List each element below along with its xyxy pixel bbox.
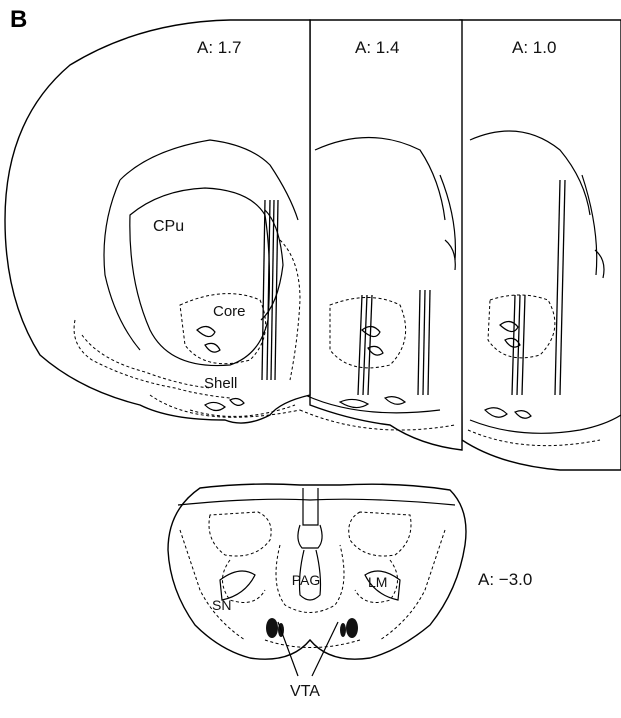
- region-label-core: Core: [213, 303, 246, 320]
- section-level-label: A: 1.0: [512, 38, 556, 57]
- section-a1-0: [460, 20, 621, 470]
- region-label-lm: LM: [368, 574, 387, 590]
- section-level-label: A: −3.0: [478, 570, 532, 589]
- section-a1-4: [300, 20, 462, 450]
- region-label-sn: SN: [212, 597, 231, 613]
- section-level-label: A: 1.4: [355, 38, 399, 57]
- region-label-vta: VTA: [290, 683, 320, 700]
- region-label-pag: PAG: [292, 572, 321, 588]
- region-label-cpu: CPu: [153, 218, 184, 235]
- section-level-label: A: 1.7: [197, 38, 241, 57]
- region-label-shell: Shell: [204, 375, 237, 392]
- panel-label: B: [10, 6, 27, 33]
